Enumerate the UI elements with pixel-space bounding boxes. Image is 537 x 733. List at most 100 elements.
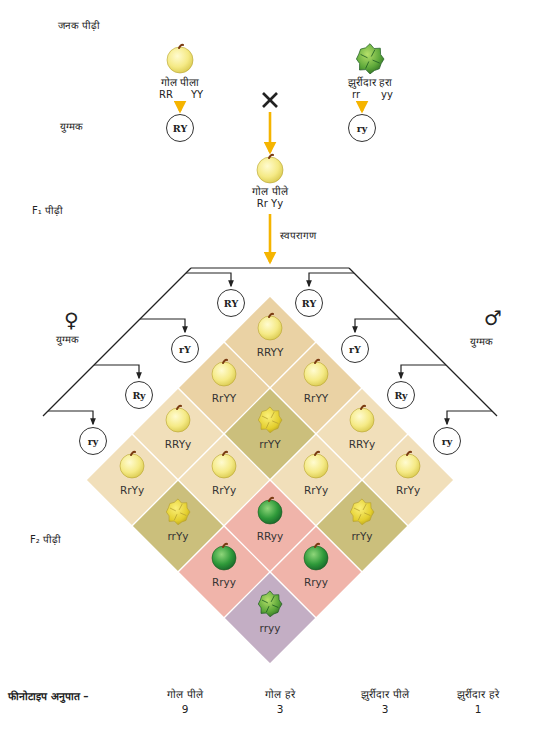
genotype-label: rrYY bbox=[259, 438, 280, 450]
pea-body bbox=[166, 499, 190, 525]
genotype-label: RrYy bbox=[304, 484, 328, 496]
pea-body bbox=[258, 316, 282, 340]
gamete-circle: RY bbox=[295, 289, 323, 317]
gamete-circle: Ry bbox=[387, 381, 415, 409]
text-label: स्वपरागण bbox=[280, 230, 316, 242]
pea-stem bbox=[269, 498, 273, 501]
pea-wrinkle bbox=[354, 508, 360, 511]
pea-stem bbox=[223, 360, 227, 363]
text-label: 3 bbox=[382, 703, 389, 716]
pea-body bbox=[212, 362, 236, 386]
text-label: 9 bbox=[182, 703, 189, 716]
gamete-label: Ry bbox=[394, 390, 407, 401]
gamete-circle: Ry bbox=[125, 381, 153, 409]
gamete-circle: RY bbox=[217, 289, 245, 317]
pea-body bbox=[304, 362, 328, 386]
text-label: फीनोटाइप अनुपात – bbox=[8, 690, 89, 703]
text-label: युग्मक bbox=[470, 336, 493, 348]
pea bbox=[304, 360, 328, 386]
punnett-cell: rryy bbox=[224, 572, 316, 664]
text-label: युग्मक bbox=[60, 121, 83, 133]
sex-symbol: ♂ bbox=[484, 306, 502, 330]
sex-symbol: ♀ bbox=[64, 308, 79, 332]
text-label: गोल पीला bbox=[161, 76, 199, 89]
pea bbox=[166, 406, 190, 432]
pea bbox=[356, 44, 384, 74]
genotype-label: RRYY bbox=[257, 346, 284, 358]
bracket-arrow bbox=[48, 411, 93, 424]
bracket-arrow bbox=[355, 319, 400, 332]
pea-body bbox=[212, 454, 236, 478]
pea-wrinkle bbox=[266, 422, 269, 428]
pea bbox=[304, 544, 328, 570]
gamete-circle: RY bbox=[166, 114, 194, 142]
bracket-line bbox=[43, 268, 191, 416]
genotype-label: RrYy bbox=[212, 484, 236, 496]
pea-wrinkle bbox=[371, 50, 375, 57]
pea-wrinkle bbox=[366, 62, 369, 69]
text-label: झुर्रीदार पीले bbox=[361, 688, 408, 701]
gamete-label: ry bbox=[88, 436, 99, 447]
genotype-label: rryy bbox=[260, 622, 281, 634]
pea-stem bbox=[223, 452, 227, 455]
pea-stem bbox=[131, 452, 135, 455]
gamete-circle: ry bbox=[79, 427, 107, 455]
text-label: 1 bbox=[475, 703, 482, 716]
gamete-label: rY bbox=[349, 344, 361, 355]
arrow bbox=[361, 104, 364, 111]
bracket-arrow bbox=[447, 411, 492, 424]
text-label: rr bbox=[352, 89, 360, 101]
pea-wrinkle bbox=[174, 514, 177, 520]
pea-wrinkle bbox=[180, 513, 186, 516]
genotype-label: RrYy bbox=[396, 484, 420, 496]
pea-wrinkle bbox=[262, 416, 268, 419]
pea-wrinkle bbox=[373, 60, 380, 63]
pea bbox=[166, 499, 190, 525]
gamete-circle: ry bbox=[433, 427, 461, 455]
pea-wrinkle bbox=[170, 508, 176, 511]
bracket-arrow bbox=[309, 273, 354, 286]
pea-body bbox=[396, 454, 420, 478]
genotype-label: RrYY bbox=[304, 392, 328, 404]
pea-body bbox=[304, 546, 328, 570]
pea-wrinkle bbox=[358, 514, 361, 520]
genotype-label: rrYy bbox=[167, 530, 188, 542]
pea-body bbox=[356, 44, 384, 74]
pea-wrinkle bbox=[361, 54, 368, 57]
pea bbox=[258, 498, 282, 524]
bracket-arrow bbox=[140, 319, 185, 332]
pea-wrinkle bbox=[262, 600, 268, 603]
pea bbox=[258, 591, 282, 617]
pea-wrinkle bbox=[266, 606, 269, 612]
gamete-label: Ry bbox=[132, 390, 145, 401]
genotype-label: RRYy bbox=[349, 438, 376, 450]
text-label: yy bbox=[381, 89, 393, 101]
pea bbox=[350, 499, 374, 525]
bracket-arrow bbox=[186, 273, 231, 286]
genotype-label: RrYy bbox=[120, 484, 144, 496]
genotype-label: rrYy bbox=[351, 530, 372, 542]
cross-sign bbox=[263, 93, 277, 107]
pea-stem bbox=[269, 314, 273, 317]
gamete-label: rY bbox=[179, 344, 191, 355]
arrow bbox=[179, 104, 182, 111]
genotype-label: RRyy bbox=[257, 530, 283, 542]
pea-wrinkle bbox=[272, 605, 278, 608]
gamete-circle: rY bbox=[171, 335, 199, 363]
genotype-label: RRYy bbox=[165, 438, 192, 450]
text-label: Rr Yy bbox=[257, 198, 283, 210]
gamete-label: RY bbox=[224, 298, 238, 309]
text-label: 3 bbox=[277, 703, 284, 716]
pea-body bbox=[350, 408, 374, 432]
text-label: गोल हरे bbox=[265, 688, 294, 701]
genotype-label: RrYY bbox=[212, 392, 236, 404]
text-label: झुर्रीदार हरा bbox=[348, 76, 392, 89]
pea-stem bbox=[315, 452, 319, 455]
pea-body bbox=[258, 591, 282, 617]
gamete-label: RY bbox=[173, 123, 187, 134]
pea-wrinkle bbox=[271, 412, 274, 418]
pea-stem bbox=[315, 544, 319, 547]
gamete-label: RY bbox=[302, 298, 316, 309]
pea-stem bbox=[177, 406, 181, 409]
pea bbox=[258, 314, 282, 340]
